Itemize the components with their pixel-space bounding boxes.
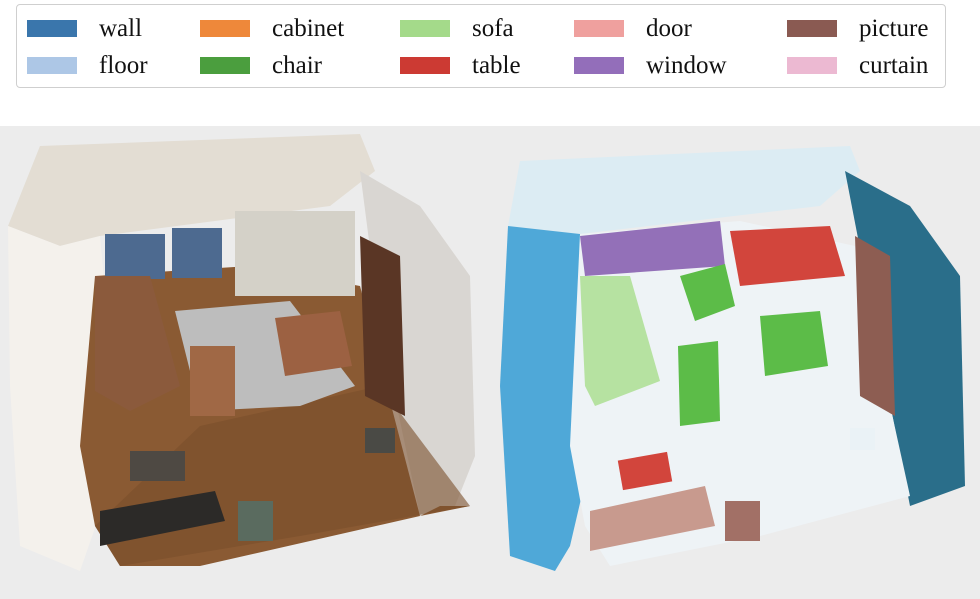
legend-label-door: door <box>646 14 692 42</box>
seg-box <box>725 501 760 541</box>
armchair <box>275 311 352 376</box>
swatch-door <box>574 19 624 37</box>
swatch-window <box>574 56 624 74</box>
seg-chair-right <box>760 311 828 376</box>
ottoman <box>365 428 395 453</box>
small-table <box>130 451 185 481</box>
legend-item-picture: picture <box>787 13 928 43</box>
window-mid <box>172 228 222 278</box>
seg-back-wall <box>508 146 860 234</box>
legend-item-floor: floor <box>27 50 148 80</box>
piano <box>100 491 225 546</box>
rgb-reconstruction-panel <box>0 126 490 599</box>
legend-item-cabinet: cabinet <box>200 13 344 43</box>
rgb-reconstruction-icon <box>8 134 475 571</box>
swatch-picture <box>787 19 837 37</box>
legend-item-chair: chair <box>200 50 322 80</box>
chair-center <box>190 346 235 416</box>
back-wall <box>8 134 375 246</box>
swatch-floor <box>27 56 77 74</box>
legend-label-wall: wall <box>99 14 143 42</box>
legend-label-cabinet: cabinet <box>272 14 345 42</box>
seg-chair-center <box>678 341 720 426</box>
legend-label-table: table <box>472 51 521 79</box>
segmentation-panel <box>490 126 980 599</box>
seg-table <box>730 226 845 286</box>
seg-curtain <box>590 486 715 551</box>
swatch-wall <box>27 19 77 37</box>
swatch-table <box>400 56 450 74</box>
box <box>238 501 273 541</box>
window-left <box>105 234 165 279</box>
legend-item-table: table <box>400 50 521 80</box>
legend-item-window: window <box>574 50 727 80</box>
sofa-left <box>95 276 180 411</box>
seg-sofa <box>580 276 660 406</box>
door-right <box>360 236 405 416</box>
seg-left-wall <box>500 226 598 571</box>
legend-label-floor: floor <box>99 51 148 79</box>
legend-label-chair: chair <box>272 51 322 79</box>
legend: wall cabinet sofa door picture floor cha… <box>16 4 946 88</box>
semantic-segmentation-icon <box>500 146 965 571</box>
swatch-chair <box>200 56 250 74</box>
seg-chair-back <box>680 264 735 321</box>
seg-picture <box>855 236 895 416</box>
seg-small-table <box>617 451 673 491</box>
legend-label-sofa: sofa <box>472 14 514 42</box>
swatch-curtain <box>787 56 837 74</box>
seg-window <box>580 221 725 276</box>
legend-label-curtain: curtain <box>859 51 929 79</box>
shelving <box>235 211 355 296</box>
legend-item-door: door <box>574 13 692 43</box>
legend-label-picture: picture <box>859 14 929 42</box>
legend-label-window: window <box>646 51 727 79</box>
swatch-sofa <box>400 19 450 37</box>
legend-item-curtain: curtain <box>787 50 928 80</box>
seg-pillow <box>850 428 875 450</box>
legend-item-sofa: sofa <box>400 13 514 43</box>
legend-item-wall: wall <box>27 13 142 43</box>
swatch-cabinet <box>200 19 250 37</box>
